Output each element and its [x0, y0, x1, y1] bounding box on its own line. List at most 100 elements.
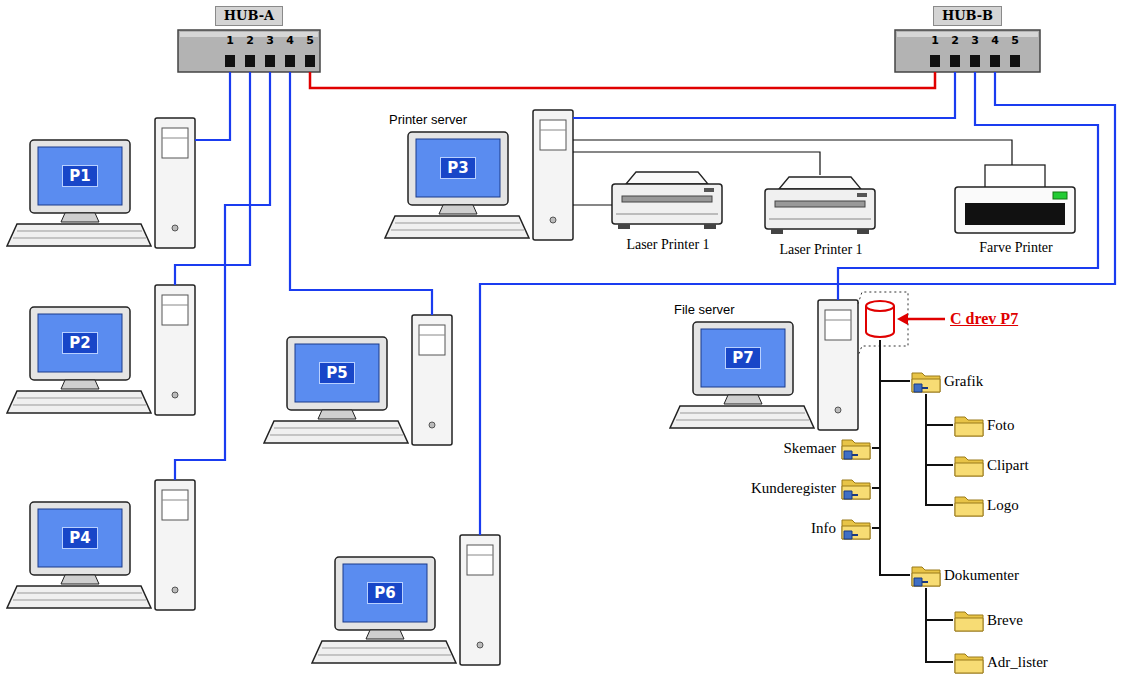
computer: File serverP7 — [668, 300, 858, 430]
folder-name: Breve — [987, 607, 1023, 633]
folder: Kunderegister — [751, 475, 872, 501]
hub-port — [930, 55, 940, 67]
folder-icon — [955, 457, 983, 476]
folder-icon — [955, 612, 983, 631]
folder-name: Adr_lister — [987, 649, 1048, 675]
folder: Clipart — [953, 452, 1033, 478]
port-number: 1 — [226, 34, 234, 47]
computer-label: P1 — [62, 165, 97, 187]
network-cable — [573, 72, 955, 118]
computer: Printer serverP3 — [383, 110, 573, 240]
hub-body — [178, 30, 320, 72]
drive-label: C drev P7 — [950, 309, 1018, 329]
folder-icon — [955, 497, 983, 516]
computer-drawing — [385, 110, 573, 240]
computer: P5 — [262, 315, 452, 445]
folder: Foto — [953, 412, 1019, 438]
hub-port — [950, 55, 960, 67]
hub-port — [285, 55, 295, 67]
network-cable — [195, 72, 230, 140]
folder-name: Grafik — [944, 368, 983, 394]
computer: P2 — [5, 285, 195, 415]
hub-link-cable — [310, 72, 935, 88]
folder-name: Info — [811, 515, 836, 541]
printer: Laser Printer 1 — [612, 170, 724, 258]
disk-drive: C drev P7 — [864, 298, 1022, 340]
drive-pointer — [905, 318, 945, 321]
folder-branch — [880, 340, 910, 381]
network-cable — [175, 72, 270, 480]
folder-branch — [880, 340, 910, 575]
printer: Laser Printer 1 — [765, 175, 877, 263]
folder-icon — [955, 417, 983, 436]
folder-branch — [926, 394, 953, 425]
drive-callout-outline — [858, 292, 908, 356]
network-hub: HUB-B 12345 — [895, 6, 1040, 72]
folder-branch — [926, 588, 953, 662]
folder: Dokumenter — [910, 562, 1023, 588]
port-number: 3 — [266, 34, 274, 47]
computer-drawing — [312, 535, 500, 665]
folder: Breve — [953, 607, 1027, 633]
hub-port — [970, 55, 980, 67]
folder: Logo — [953, 492, 1023, 518]
drive-cylinder-top — [866, 301, 894, 311]
folder-icon — [842, 480, 870, 499]
hub-port — [1010, 55, 1020, 67]
computer-drawing — [7, 480, 195, 610]
folder-name: Clipart — [987, 452, 1029, 478]
folder-name: Foto — [987, 412, 1015, 438]
computer-drawing — [670, 300, 858, 430]
computer: P1 — [5, 118, 195, 248]
computer-drawing — [264, 315, 452, 445]
folder: Skemaer — [784, 435, 872, 461]
computer-label: P7 — [725, 347, 760, 369]
hub-name: HUB-B — [933, 6, 1002, 26]
folder-icon — [842, 520, 870, 539]
port-number: 2 — [951, 34, 959, 47]
hub-port — [990, 55, 1000, 67]
computer-label: P4 — [62, 527, 97, 549]
folder-branch — [872, 340, 880, 488]
server-name: Printer server — [389, 112, 467, 128]
computer-label: P5 — [319, 362, 354, 384]
folder-name: Logo — [987, 492, 1019, 518]
printer-drawing — [765, 177, 875, 234]
network-cable — [175, 72, 250, 285]
hub-port — [245, 55, 255, 67]
computer-drawing — [7, 285, 195, 415]
folder-branch — [926, 394, 953, 465]
computer-label: P6 — [367, 582, 402, 604]
folder-branch — [872, 340, 880, 528]
printer-cable — [573, 204, 612, 205]
folder: Grafik — [910, 368, 987, 394]
folder-name: Dokumenter — [944, 562, 1019, 588]
network-cable — [290, 72, 432, 315]
printer-cable — [573, 152, 820, 175]
folder-icon — [842, 440, 870, 459]
folder-name: Kunderegister — [751, 475, 836, 501]
folder-branch — [926, 588, 953, 620]
computer-label: P2 — [62, 332, 97, 354]
folder-icon — [912, 567, 940, 586]
hub-name: HUB-A — [215, 6, 283, 26]
folder-branch — [872, 340, 880, 448]
port-number: 5 — [1011, 34, 1019, 47]
port-number: 2 — [246, 34, 254, 47]
printer-name: Farve Printer — [979, 239, 1052, 256]
computer: P4 — [5, 480, 195, 610]
printer-name: Laser Printer 1 — [626, 236, 709, 253]
port-number: 1 — [931, 34, 939, 47]
computer-label: P3 — [440, 157, 475, 179]
network-cable — [838, 72, 1098, 300]
network-cable — [480, 72, 1115, 535]
port-number: 4 — [286, 34, 294, 47]
port-number: 4 — [991, 34, 999, 47]
port-number: 3 — [971, 34, 979, 47]
printer: Farve Printer — [955, 165, 1077, 259]
hub-port — [225, 55, 235, 67]
printer-name: Laser Printer 1 — [779, 241, 862, 258]
folder: Adr_lister — [953, 649, 1052, 675]
port-number: 5 — [306, 34, 314, 47]
